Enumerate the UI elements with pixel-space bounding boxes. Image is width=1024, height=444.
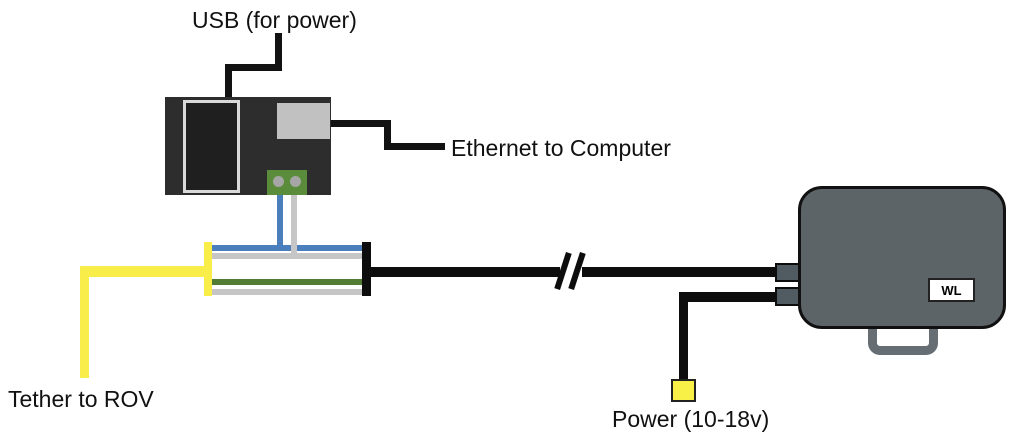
splice-wire-green (212, 279, 362, 285)
terminal-pin-left (273, 176, 284, 187)
terminal-pin-right (290, 176, 301, 187)
terminal-wire-blue-vertical (277, 195, 283, 251)
splice-connector-right (362, 242, 371, 296)
power-cable-vertical (679, 292, 688, 382)
splice-wire-blue (212, 245, 362, 251)
splice-wire-gray-bottom (212, 289, 362, 295)
ethernet-port (277, 103, 330, 139)
ethernet-leader-segment-horizontal-1 (331, 120, 391, 127)
main-cable-right (582, 267, 778, 277)
power-connector (671, 379, 696, 402)
wl-device-body (798, 186, 1006, 329)
splice-connector-left (204, 242, 212, 296)
power-cable-horizontal (679, 292, 779, 302)
tether-wire-vertical (80, 266, 89, 378)
usb-leader-segment-horizontal (225, 64, 282, 71)
power-label: Power (10-18v) (612, 406, 770, 432)
tether-label: Tether to ROV (8, 386, 154, 412)
usb-leader-segment-vertical-2 (225, 64, 232, 97)
usb-power-label: USB (for power) (192, 7, 357, 33)
usb-leader-segment-vertical-1 (275, 33, 282, 71)
main-cable-left (371, 267, 560, 277)
splice-wire-gray-top (212, 253, 362, 259)
usb-port (183, 100, 240, 193)
terminal-wire-gray-vertical (291, 195, 297, 258)
wl-badge: WL (928, 278, 975, 302)
ethernet-leader-segment-vertical (384, 120, 391, 150)
ethernet-label: Ethernet to Computer (451, 135, 671, 161)
tether-wire-horizontal (80, 266, 206, 277)
ethernet-leader-segment-horizontal-2 (384, 143, 445, 150)
